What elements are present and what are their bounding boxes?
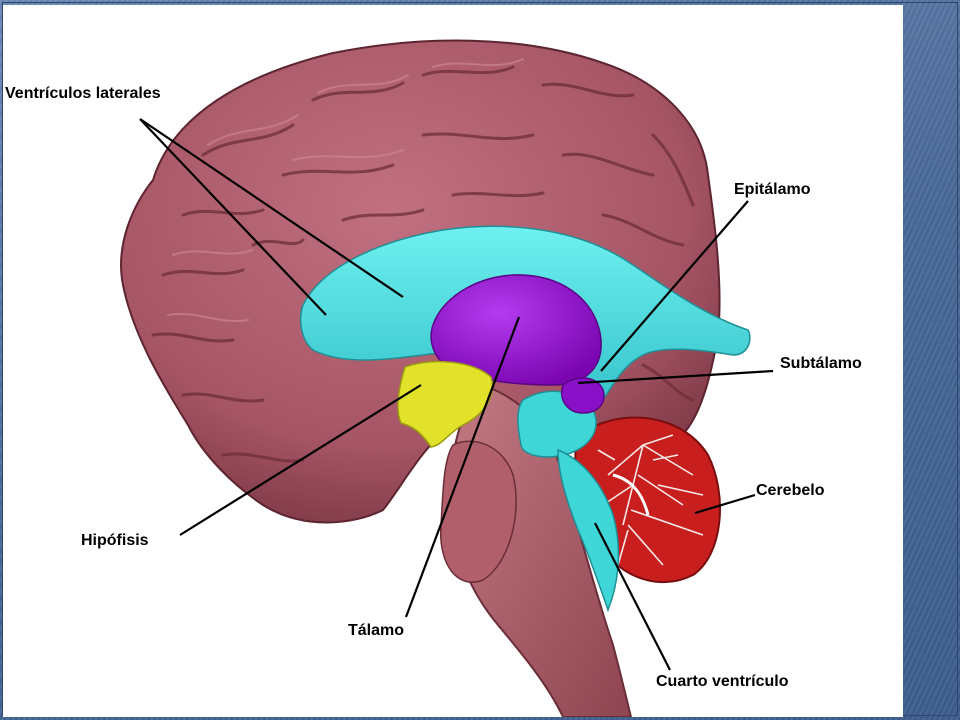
label-ventriculos-laterales: Ventrículos laterales <box>5 85 161 102</box>
leader-subtalamo <box>577 369 774 385</box>
fourth-ventricle <box>557 448 620 613</box>
label-talamo: Tálamo <box>348 622 405 639</box>
subthalamus <box>561 377 605 414</box>
leader-cerebelo <box>694 493 756 515</box>
brain-figure-panel: Ventrículos laterales Epitálamo Subtálam… <box>3 5 903 717</box>
leader-epitalamo <box>600 200 749 372</box>
leader-lines <box>139 118 774 671</box>
leader-talamo <box>404 316 521 618</box>
leader-cuarto-ventriculo <box>594 522 671 671</box>
leader-ventriculos-1 <box>139 118 327 316</box>
hypophysis <box>397 360 494 448</box>
brain-diagram <box>120 39 774 717</box>
label-cerebelo: Cerebelo <box>756 482 825 499</box>
label-cuarto-ventriculo: Cuarto ventrículo <box>656 673 789 690</box>
label-hipofisis: Hipófisis <box>81 532 149 549</box>
leader-ventriculos-2 <box>139 118 404 298</box>
leader-hipofisis <box>179 384 422 536</box>
label-subtalamo: Subtálamo <box>780 355 862 372</box>
cortex-highlights <box>167 58 524 322</box>
label-epitalamo: Epitálamo <box>734 181 811 198</box>
